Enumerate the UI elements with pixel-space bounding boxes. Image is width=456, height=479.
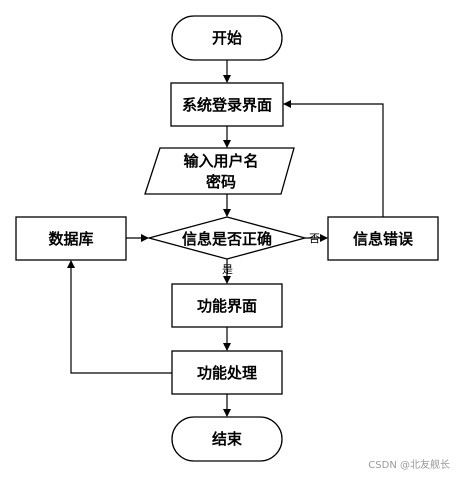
start-label: 开始 <box>212 29 242 47</box>
input-credentials-label-line2: 密码 <box>206 173 236 191</box>
edge-process-to-database <box>67 260 172 374</box>
error-label: 信息错误 <box>353 230 414 248</box>
start-node: 开始 <box>171 15 283 61</box>
database-node: 数据库 <box>15 216 127 261</box>
edge-label-yes: 是 <box>222 263 233 276</box>
end-node: 结束 <box>171 416 283 462</box>
input-credentials-node: 输入用户名 密码 <box>144 147 295 195</box>
check-decision-node: 信息是否正确 <box>146 216 308 260</box>
login-page-node: 系统登录界面 <box>170 82 284 127</box>
function-process-node: 功能处理 <box>171 350 283 395</box>
error-node: 信息错误 <box>327 216 439 261</box>
watermark: CSDN @北友舰长 <box>368 460 450 471</box>
input-credentials-label-line1: 输入用户名 <box>183 152 258 170</box>
function-page-node: 功能界面 <box>171 283 283 328</box>
function-process-label: 功能处理 <box>197 364 257 382</box>
end-label: 结束 <box>212 430 243 448</box>
login-page-label: 系统登录界面 <box>182 96 272 114</box>
check-decision-label: 信息是否正确 <box>182 230 272 248</box>
function-page-label: 功能界面 <box>197 297 257 315</box>
database-label: 数据库 <box>48 230 93 248</box>
edge-label-no: 否 <box>309 232 320 245</box>
edge-error-to-login <box>283 100 384 217</box>
